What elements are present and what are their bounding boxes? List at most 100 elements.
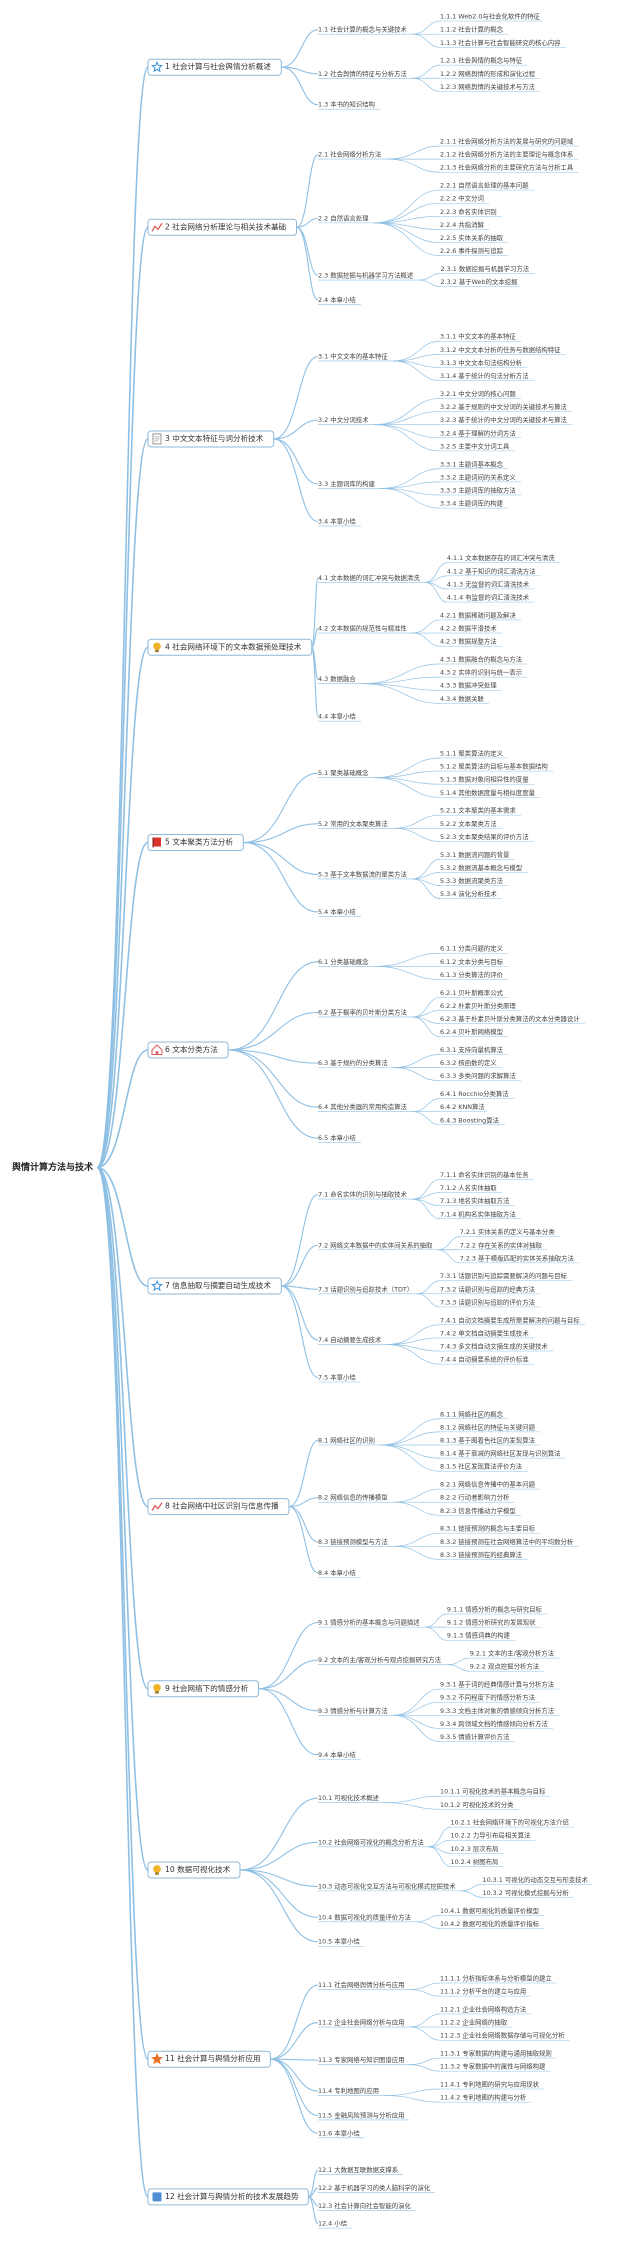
chapter-section-connector [270, 1984, 319, 2060]
section-item-connector [373, 411, 441, 426]
subsection-label: 4.3.1 数据融合的概念与方法 [440, 655, 523, 664]
subsection-label: 7.2.3 基于模版匹配的实体关系抽取方法 [460, 1253, 575, 1262]
section-label: 11.5 金融风险预测与分析应用 [318, 2110, 405, 2119]
subsection-label: 10.4.2 数据可视化的质量评价指标 [440, 1919, 540, 1928]
subsection-label: 4.2.1 数据稀疏问题及解决 [440, 610, 516, 619]
subsection-label: 5.1.1 聚类算法的定义 [440, 748, 504, 757]
section-label: 12.1 大数据互联数据支撑系 [318, 2165, 398, 2174]
section-label: 9.1 情感分析的基本概念与问题描述 [318, 1618, 420, 1627]
subsection-label: 3.1.2 中文文本分析的任务与数据结构特征 [440, 345, 561, 354]
subsection-label: 8.2.1 网络信息传播中的基本问题 [440, 1480, 536, 1489]
subsection-label: 2.3.2 基于Web的文本挖掘 [441, 277, 518, 286]
subsection-label: 3.2.5 主要中文分词工具 [440, 441, 510, 450]
section-label: 8.1 网络社区的识别 [318, 1436, 375, 1445]
section-label: 7.4 自动摘要生成技术 [318, 1335, 382, 1344]
subsection-label: 6.2.1 贝叶斯概率公式 [440, 988, 504, 997]
subsection-label: 4.2.3 数据规整方法 [440, 637, 497, 646]
note-icon [152, 433, 162, 445]
section-label: 3.1 中文文本的基本特征 [318, 351, 388, 360]
section-label: 6.1 分类基础概念 [318, 957, 369, 966]
section-item-connector [373, 777, 441, 798]
section-item-connector [386, 158, 441, 173]
chapter-section-connector [273, 419, 319, 440]
section-label: 11.4 专利地图的应用 [318, 2086, 379, 2095]
section-item-connector [409, 1989, 441, 1997]
section-item-connector [383, 1795, 441, 1804]
subsection-label: 6.3.1 支持向量机算法 [440, 1045, 504, 1054]
subsection-label: 3.2.4 基于理解的分词方法 [440, 428, 516, 437]
section-item-connector [373, 965, 441, 980]
subsection-label: 3.2.3 基于统计的中文分词的关键技术与算法 [440, 415, 568, 424]
section-item-connector [409, 1982, 441, 1990]
root-chapter-connector [96, 66, 149, 1169]
section-item-connector [360, 683, 441, 691]
section-item-connector [412, 1016, 441, 1024]
section-label: 12.3 社会计算向社会智能的演化 [318, 2201, 412, 2210]
section-item-connector [386, 1344, 441, 1352]
subsection-label: 3.3.1 主题词基本概念 [440, 459, 504, 468]
bulb-icon [153, 642, 161, 653]
subsection-label: 8.1.3 基于图着色社区的发现算法 [440, 1436, 536, 1445]
section-item-connector [392, 340, 441, 362]
section-item-connector [373, 189, 441, 224]
section-label: 12.4 小结 [318, 2219, 348, 2228]
subsection-label: 4.3.4 数据关联 [440, 694, 484, 703]
subsection-label: 1.2.2 网络舆情的形成和演化过程 [440, 69, 536, 78]
star-filled-icon [150, 2052, 164, 2065]
subsection-label: 6.1.2 文本分类与目标 [440, 957, 504, 966]
subsection-label: 8.2.2 行动者影响力分析 [440, 1493, 510, 1502]
section-label: 5.4 本章小结 [318, 907, 356, 916]
section-item-connector [412, 996, 441, 1018]
subsection-label: 10.4.1 数据可视化的质量评价模型 [440, 1906, 540, 1915]
chapter-section-connector [258, 1659, 319, 1690]
subsection-label: 7.2.1 实体关系的定义与基本分类 [460, 1227, 556, 1236]
chapter-label: 5 文本聚类方法分析 [165, 837, 233, 847]
section-label: 5.1 聚类基础概念 [318, 768, 369, 777]
chapter-section-connector [270, 2058, 319, 2092]
subsection-label: 3.3.4 主题词库的构建 [440, 499, 504, 508]
subsection-label: 9.1.3 情感词典的构建 [447, 1631, 511, 1640]
chapter-node-box[interactable] [147, 2188, 309, 2206]
section-label: 3.3 主题词库的构建 [318, 479, 376, 488]
subsection-label: 3.2.2 基于规则的中文分词的关键技术与算法 [440, 402, 568, 411]
section-item-connector [409, 2026, 441, 2041]
section-label: 4.1 文本数据的词汇冲突与数据清洗 [318, 573, 420, 582]
root-chapter-connector [96, 841, 149, 1169]
subsection-label: 1.1.1 Web2.0与社会化软件的特征 [440, 12, 541, 21]
chart-icon [151, 222, 163, 232]
chapter-section-connector [311, 646, 319, 718]
section-item-connector [409, 2057, 441, 2065]
section-label: 2.1 社会网络分析方法 [318, 150, 382, 159]
chapter-label: 11 社会计算与舆情分析应用 [165, 2053, 261, 2063]
chapter-section-connector [228, 1011, 319, 1051]
chapter-section-connector [281, 1285, 319, 1290]
chapter-section-connector [258, 1622, 319, 1690]
chapter-label: 6 文本分类方法 [165, 1044, 218, 1054]
chapter-section-connector [281, 1285, 319, 1341]
subsection-label: 6.4.2 KNN算法 [440, 1102, 485, 1111]
subsection-label: 3.1.1 中文文本的基本特征 [440, 332, 516, 341]
subsection-label: 2.1.1 社会网络分析方法的发展与研究的问题域 [440, 136, 574, 145]
section-item-connector [412, 1098, 441, 1113]
subsection-label: 6.2.3 基于朴素贝叶斯分类算法的文本分类器设计 [440, 1014, 580, 1023]
chapter-section-connector [258, 1688, 319, 1756]
section-item-connector [380, 481, 441, 489]
section-item-connector [428, 1846, 451, 1867]
chapter-section-connector [281, 66, 319, 106]
subsection-label: 4.1.2 基于知识的词汇清洗方法 [447, 566, 536, 575]
subsection-label: 4.3.3 数据冲突处理 [440, 681, 497, 690]
section-label: 6.3 基于规约的分类算法 [318, 1058, 388, 1067]
subsection-label: 5.1.4 其他数据度量与相似度度量 [440, 788, 536, 797]
section-item-connector [380, 488, 441, 496]
subsection-label: 9.3.1 基于词的经典情感计算与分析方法 [440, 1680, 555, 1689]
section-item-connector [386, 145, 441, 160]
section-item-connector [392, 1688, 441, 1716]
chapter-node-box[interactable] [147, 2050, 271, 2068]
section-label: 11.3 专家网络与知识图谱应用 [318, 2055, 405, 2064]
subsection-label: 8.1.1 网络社区的概念 [440, 1409, 504, 1418]
subsection-label: 2.2.5 实体关系的抽取 [440, 233, 504, 242]
subsection-label: 3.3.2 主题词间的关系定义 [440, 472, 516, 481]
section-label: 5.3 基于文本数据流的聚类方法 [318, 869, 407, 878]
subsection-label: 7.4.2 单文档自动摘要生成技术 [440, 1328, 529, 1337]
